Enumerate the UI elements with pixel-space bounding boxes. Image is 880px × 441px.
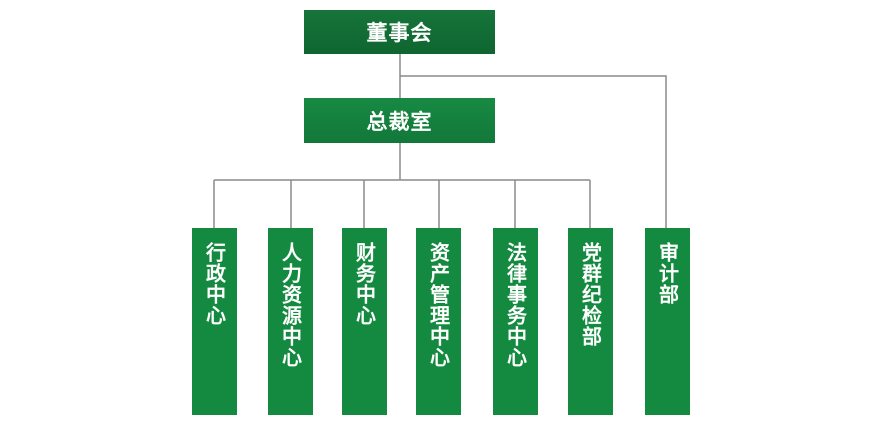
dept-audit-box: 审计部 [645,228,690,415]
dept-finance-center-label: 财务中心 [352,242,377,326]
dept-legal-affairs-center-label: 法律事务中心 [503,242,528,368]
dept-hr-center-label: 人力资源中心 [278,242,303,368]
dept-admin-center-box: 行政中心 [192,228,237,415]
connector-root-to-audit [400,75,667,228]
dept-asset-mgmt-center-box: 资产管理中心 [416,228,461,415]
dept-admin-center-label: 行政中心 [202,242,227,326]
board-of-directors-box: 董事会 [304,10,495,54]
dept-asset-mgmt-center-label: 资产管理中心 [426,242,451,368]
dept-hr-center-box: 人力资源中心 [268,228,313,415]
dept-party-discipline-box: 党群纪检部 [568,228,613,415]
dept-legal-affairs-center-box: 法律事务中心 [493,228,538,415]
dept-audit-label: 审计部 [655,242,680,305]
board-of-directors-label: 董事会 [366,21,433,45]
dept-finance-center-box: 财务中心 [342,228,387,415]
president-office-box: 总裁室 [304,98,495,143]
dept-party-discipline-label: 党群纪检部 [578,242,603,347]
president-office-label: 总裁室 [366,109,433,134]
